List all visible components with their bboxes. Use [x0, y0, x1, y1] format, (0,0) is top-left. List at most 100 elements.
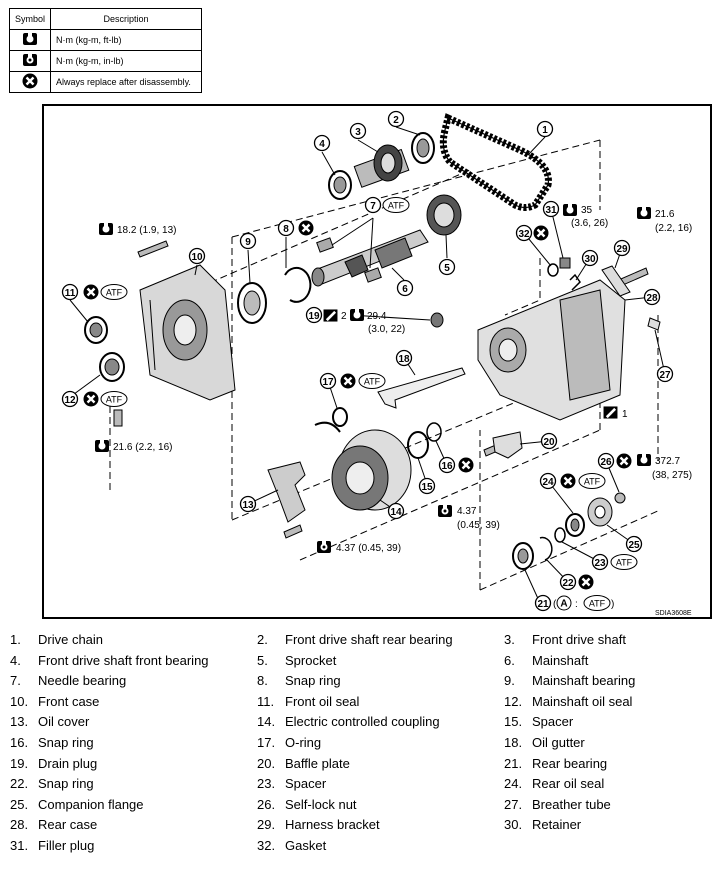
svg-text:11: 11 [65, 288, 76, 299]
svg-text:7: 7 [370, 201, 376, 212]
callout-31: 31 [542, 200, 560, 218]
callout-14: 14 [387, 502, 405, 520]
legend-number: 18. [504, 735, 523, 750]
legend-number: 31. [10, 838, 29, 853]
legend-part-name: Filler plug [38, 838, 95, 853]
torque-value: 4.37 (0.45, 39) [336, 543, 401, 554]
legend-part-name: Snap ring [38, 735, 94, 750]
legend-number: 23. [257, 776, 276, 792]
callout-17: 17 [319, 372, 337, 390]
svg-text:10: 10 [191, 252, 203, 263]
legend-number: 7. [10, 673, 21, 689]
drain-plug-part [430, 312, 444, 328]
svg-text:30: 30 [584, 254, 596, 265]
breather-tube-part [647, 317, 661, 331]
rear-oil-seal-part [565, 513, 585, 537]
oil-cover-part [267, 461, 306, 523]
symbol-row: N·m (kg-m, ft-lb) [8, 29, 203, 51]
svg-text:ATF: ATF [106, 395, 123, 405]
legend-number: 17. [257, 735, 276, 750]
svg-text:6: 6 [402, 284, 408, 295]
legend-number: 20. [257, 755, 276, 771]
atf-badge: ATF [610, 554, 638, 570]
companion-flange-part [587, 497, 613, 527]
sealant-icon [603, 406, 618, 419]
callout-18: 18 [395, 349, 413, 367]
callout-15: 15 [418, 477, 436, 495]
mainshaft-oil-seal-part [99, 352, 125, 382]
atf-badge: ATF [578, 473, 606, 489]
needle-bearing-part [316, 237, 382, 283]
legend-part-name: Rear bearing [532, 755, 608, 771]
callout-7: 7 [364, 196, 382, 214]
legend-part-name: Baffle plate [285, 755, 350, 771]
spacer-15-part [407, 431, 429, 459]
torque-value: (38, 275) [652, 470, 692, 481]
legend-part-name: Mainshaft [532, 652, 589, 668]
symbol-row: N·m (kg-m, in-lb) [8, 50, 203, 72]
svg-text:23: 23 [594, 558, 606, 569]
torque-wrench-ftlb-icon [8, 29, 52, 51]
legend-part-name: Oil cover [38, 714, 90, 730]
legend-number: 16. [10, 735, 29, 750]
svg-text:21: 21 [537, 599, 549, 610]
electric-coupling-part [314, 421, 412, 511]
torque-wrench-ftlb-icon [99, 223, 113, 235]
svg-text:13: 13 [242, 500, 254, 511]
legend-number: 24. [504, 776, 523, 792]
legend-number: 11. [257, 693, 275, 709]
front-case-part [139, 264, 236, 401]
mainshaft-part [311, 229, 429, 287]
callout-24: 24 [539, 472, 557, 490]
legend-number: 27. [504, 796, 523, 812]
atf-labels: ATF ATF ATF ATF ATF ATF ATF [100, 197, 638, 611]
snap-ring-16-part [426, 422, 442, 442]
colon: : [575, 599, 578, 610]
replace-part-icon [458, 457, 474, 473]
symbol-table: Symbol Description N·m (kg-m, ft-lb) N·m… [8, 8, 203, 93]
legend-part-name: Electric controlled coupling [285, 714, 440, 730]
legend-number: 8. [257, 673, 268, 689]
atf-badge: ATF [100, 391, 128, 407]
symbol-row: Always replace after disassembly. [8, 71, 203, 93]
legend-number: 14. [257, 714, 276, 730]
legend-number: 1. [10, 632, 21, 647]
svg-text:24: 24 [542, 477, 554, 488]
callout-11: 11 [61, 283, 79, 301]
exploded-view-diagram: 1 2 3 4 5 6 7 8 9 10 11 12 13 14 15 16 1… [61, 110, 692, 617]
gasket-part [547, 263, 559, 277]
callout-22: 22 [559, 573, 577, 591]
drive-chain-part [439, 113, 552, 211]
callout-2: 2 [387, 110, 405, 128]
callout-28: 28 [643, 288, 661, 306]
torque-wrench-ftlb-icon [563, 204, 577, 216]
svg-text:15: 15 [421, 482, 433, 493]
legend-part-name: Front drive shaft front bearing [38, 652, 209, 668]
svg-text:3: 3 [355, 127, 361, 138]
callout-5: 5 [438, 258, 456, 276]
legend-part-name: Mainshaft oil seal [532, 693, 633, 709]
atf-badge: ATF [583, 595, 611, 611]
legend-part-name: Breather tube [532, 796, 611, 812]
legend-number: 5. [257, 652, 268, 668]
legend-part-name: Gasket [285, 838, 327, 853]
callout-27: 27 [656, 365, 674, 383]
replace-part-icon [616, 453, 632, 469]
svg-text:5: 5 [444, 263, 450, 274]
svg-text:4: 4 [319, 139, 325, 150]
symbol-description: Always replace after disassembly. [50, 71, 203, 93]
svg-text:29: 29 [616, 244, 628, 255]
legend-part-name: O-ring [285, 735, 322, 750]
baffle-plate-part [492, 431, 523, 459]
legend-number: 30. [504, 817, 523, 833]
retainer-part [569, 273, 581, 291]
legend-number: 4. [10, 652, 21, 668]
replace-part-icon [8, 71, 52, 93]
oil-gutter-part [377, 367, 466, 409]
rear-case-part [477, 279, 626, 421]
legend-number: 15. [504, 714, 523, 730]
svg-text:8: 8 [283, 224, 289, 235]
legend-number: 22. [10, 776, 29, 792]
legend-part-name: Companion flange [38, 796, 144, 812]
mainshaft-bearing-part [237, 282, 267, 324]
